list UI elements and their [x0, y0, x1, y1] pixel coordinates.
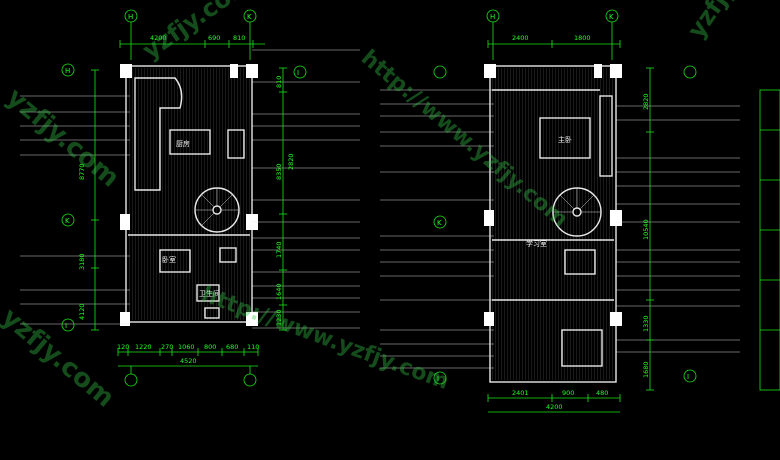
dimension-text: 110: [247, 343, 259, 351]
room-label: 厨房: [176, 139, 190, 148]
wardrobe: [599, 95, 613, 177]
left-plan-right-dimensions: 810 8350 1740 1640 1230 2820: [275, 67, 295, 331]
dimension-total: 4200: [546, 403, 563, 411]
right-floor-hatch: [492, 68, 614, 380]
watermark-text: http://www.yzfjy.com: [198, 282, 452, 395]
dimension-text: 1740: [275, 241, 283, 258]
left-plan-right-leaders: [252, 49, 360, 329]
room-label: 主卧: [558, 135, 572, 144]
grid-letter: K: [247, 13, 252, 21]
right-plan-left-leaders: [380, 89, 494, 369]
right-top-dimensions: 2400 1800: [487, 34, 621, 48]
dimension-text: 690: [208, 34, 220, 42]
kitchen-counter: [134, 77, 183, 191]
left-outer-wall: [125, 65, 253, 323]
dimension-text: 810: [233, 34, 245, 42]
right-plan-right-dimensions: 2820 10540 1330 1680: [642, 67, 654, 391]
watermark-text: yzfjy.com: [137, 0, 257, 65]
dimension-text: 4120: [78, 303, 86, 320]
dimension-text: 1680: [642, 361, 650, 378]
watermark-layer: http://www.yzfjy.com yzfjy.com yzfjy.com…: [0, 0, 778, 413]
grid-letter: I: [65, 322, 67, 330]
dimension-text: 2820: [287, 153, 295, 170]
dimension-text: 1230: [275, 309, 283, 326]
grid-letter: H: [490, 13, 495, 21]
grid-letter: H: [65, 67, 70, 75]
dimension-text: 480: [596, 389, 608, 397]
left-bottom-dimensions: 120 1220 270 1060 800 680 110 4520: [117, 343, 259, 387]
cabinet: [227, 129, 245, 159]
grid-letter: K: [609, 13, 614, 21]
bath-box: [196, 284, 220, 302]
right-spiral-stair: [552, 187, 602, 237]
dimension-text: 4200: [150, 34, 167, 42]
toilet: [219, 247, 237, 263]
room-label: 卫生间: [199, 289, 220, 298]
bed-2: [561, 329, 603, 367]
master-bed: [539, 117, 591, 159]
right-plan-right-leaders: [616, 105, 740, 353]
dimension-total: 4520: [180, 357, 197, 365]
dimension-text: 2820: [642, 93, 650, 110]
bed: [159, 249, 191, 273]
dimension-text: 810: [275, 76, 283, 88]
fixture: [204, 307, 220, 319]
left-floor-hatch: [128, 68, 250, 320]
dimension-text: 2400: [512, 34, 529, 42]
grid-letter: H: [128, 13, 133, 21]
right-floor-plan: H K 2400 1800 主卧 学习室: [380, 9, 740, 413]
left-vertical-dimensions: 8770 3180 4120: [78, 69, 99, 331]
dimension-text: 900: [562, 389, 574, 397]
grid-letter: I: [437, 375, 439, 383]
room-label: 卧室: [162, 255, 176, 264]
dimension-text: 1060: [178, 343, 195, 351]
dimension-text: 1220: [135, 343, 152, 351]
dimension-text: 10540: [642, 219, 650, 240]
dimension-text: 120: [117, 343, 129, 351]
legend-table-stub: [759, 89, 780, 391]
dimension-text: 270: [161, 343, 173, 351]
left-top-grid-bubbles: H K: [124, 9, 257, 60]
dimension-text: 1640: [275, 283, 283, 300]
watermark-text: yzfjy.com: [682, 0, 778, 43]
left-top-dimensions: 4200 690 810: [119, 34, 265, 48]
grid-letter: K: [437, 219, 442, 227]
watermark-text: yzfjy.com: [0, 302, 120, 413]
dimension-text: 8350: [275, 163, 283, 180]
dimension-text: 8770: [78, 163, 86, 180]
dimension-text: 800: [204, 343, 216, 351]
grid-letter: I: [687, 373, 689, 381]
right-bottom-dimensions: 2401 900 480 4200: [487, 389, 621, 413]
stove-box: [169, 129, 211, 155]
dimension-text: 3180: [78, 253, 86, 270]
grid-letter: I: [297, 69, 299, 77]
dimension-text: 1330: [642, 315, 650, 332]
left-side-leaders: [20, 95, 130, 325]
room-label: 学习室: [526, 239, 547, 248]
dimension-text: 1800: [574, 34, 591, 42]
dimension-text: 2401: [512, 389, 529, 397]
dimension-text: 680: [226, 343, 238, 351]
left-floor-plan: H K 4200 690 810 厨房: [20, 9, 360, 387]
left-spiral-stair: [194, 187, 240, 233]
desk: [564, 249, 596, 275]
watermark-text: yzfjy.com: [1, 82, 125, 193]
grid-letter: K: [65, 217, 70, 225]
